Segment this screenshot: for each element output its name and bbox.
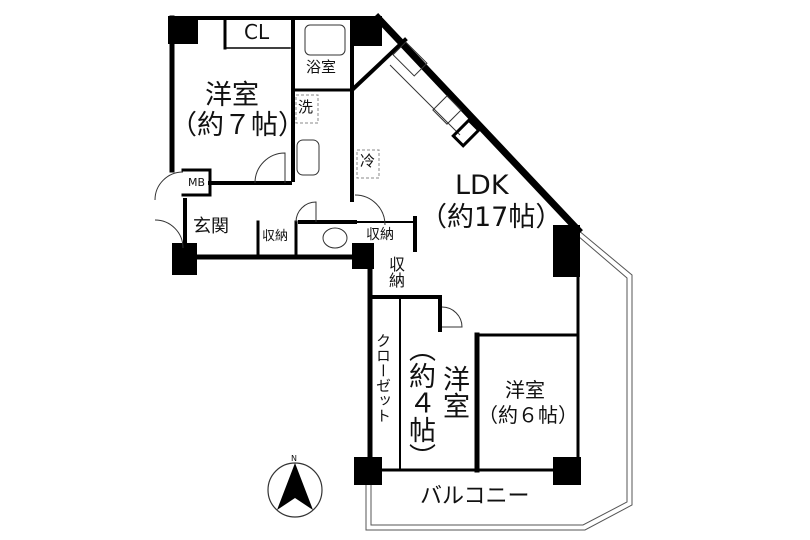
- entrance-label: 玄関: [193, 216, 229, 237]
- door-swings: [154, 152, 463, 328]
- fridge-label: 冷: [360, 152, 376, 170]
- columns: [168, 16, 581, 485]
- bathroom-label: 浴室: [306, 58, 337, 76]
- toilet: [322, 227, 348, 249]
- storage-1-label: 収納: [262, 229, 289, 244]
- bathtub: [304, 24, 346, 56]
- compass-icon: [267, 462, 323, 518]
- western-room-4-name: 洋室: [438, 365, 469, 419]
- western-room-4-size: （約４帖）: [404, 335, 435, 470]
- storage-2-label: 収納: [366, 227, 394, 243]
- balcony-label: バルコニー: [420, 484, 530, 509]
- closet-label: クローゼット: [374, 333, 392, 423]
- western-room-6-size: （約６帖）: [478, 403, 578, 427]
- fridge-space: [356, 149, 380, 179]
- washroom-label: 洗: [298, 98, 314, 116]
- meter-box-label: MB: [188, 176, 206, 189]
- western-room-7-name: 洋室: [205, 80, 259, 111]
- closet-cl-label: CL: [244, 20, 270, 44]
- compass-north-label: N: [291, 454, 297, 463]
- western-room-6-name: 洋室: [505, 378, 545, 402]
- storage-3-label: 収納: [386, 256, 405, 288]
- wash-basin: [296, 139, 320, 176]
- kitchen-counter: [389, 41, 481, 148]
- ldk-size: （約17帖）: [420, 202, 563, 233]
- ldk-name: LDK: [455, 170, 509, 201]
- washer-space: [295, 94, 319, 124]
- western-room-7-size: （約７帖）: [170, 110, 305, 141]
- balcony-outline: [365, 229, 633, 531]
